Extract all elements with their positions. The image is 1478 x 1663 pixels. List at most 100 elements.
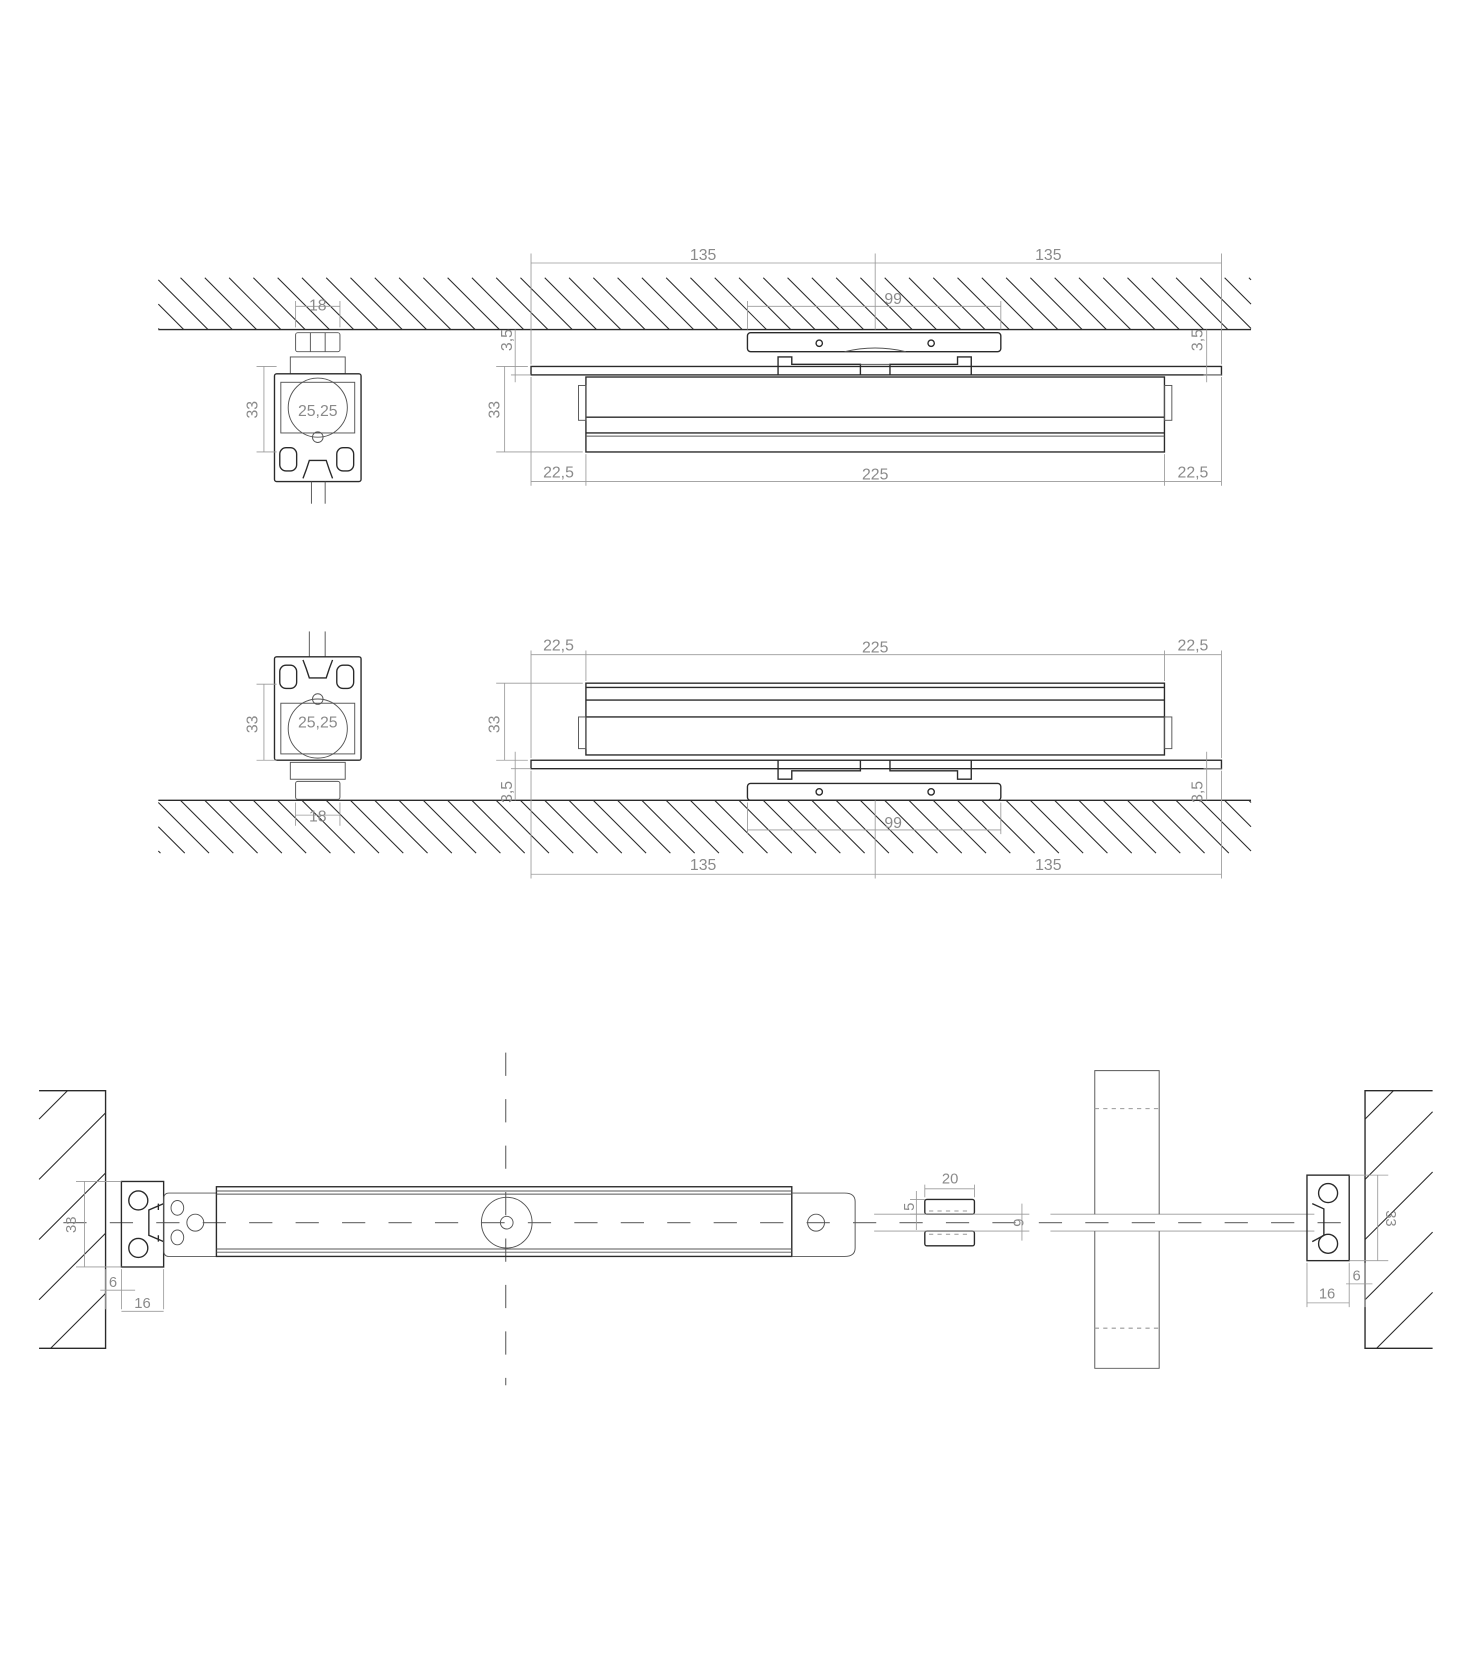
ceiling-hatch-line	[738, 277, 792, 330]
dim-left-depth: 16	[134, 1296, 150, 1312]
dim-right-depth: 16	[1319, 1287, 1335, 1303]
dim-carriage: 99	[884, 815, 902, 832]
floor-hatch-line	[157, 826, 186, 854]
dim-height: 33	[486, 401, 503, 419]
floor-hatch-line	[325, 799, 380, 854]
floor-hatch-line	[835, 799, 890, 854]
floor-hatch-line	[495, 799, 550, 854]
floor-hatch-line	[228, 799, 283, 854]
ceiling-hatch-line	[228, 277, 282, 330]
ceiling-hatch-line	[325, 277, 379, 330]
front-profile-bottom: 22,5 225 22,5 33 3,5 3,5 99 135 135	[486, 637, 1223, 879]
dim-guide-gap: 5	[902, 1203, 918, 1211]
side-profile-top: 18 33 25,25	[245, 298, 362, 504]
floor-hatch-line	[422, 799, 477, 854]
dim-left-half: 135	[690, 857, 717, 874]
floor-hatch-line	[1005, 799, 1060, 854]
floor-guide: 20 5 6	[874, 1172, 1315, 1247]
ceiling-hatch-line	[447, 277, 500, 330]
floor-hatch-line	[301, 799, 356, 854]
ceiling-hatch-line	[665, 277, 719, 330]
floor-hatch-line	[157, 802, 210, 854]
dim-end-right: 22,5	[1178, 464, 1209, 481]
ceiling-hatch-line	[932, 277, 986, 330]
dim-gap-right: 3,5	[1189, 781, 1206, 803]
door-panel	[1094, 1070, 1160, 1369]
ceiling-hatch-line	[1151, 277, 1204, 330]
ceiling-hatch-line	[374, 277, 427, 330]
floor-hatch-line	[568, 799, 623, 854]
ceiling-hatch-line	[301, 277, 355, 330]
dim-right-bracket-height: 33	[1382, 1210, 1398, 1226]
ceiling-hatch-line	[1199, 277, 1252, 329]
floor-hatch-line	[690, 799, 744, 854]
ceiling-hatch-line	[1078, 277, 1132, 330]
ceiling-hatch-line	[471, 277, 525, 330]
carriage-plate	[746, 331, 1002, 353]
dim-left-bracket-height: 33	[64, 1217, 80, 1233]
ceiling-hatch-line	[1127, 277, 1180, 330]
floor-hatch-line	[252, 799, 307, 854]
ceiling-hatch-line	[835, 277, 889, 330]
ceiling-mounted-view: 18 33 25,25 135 135 99 3,5 3,5 3	[158, 247, 1252, 504]
dim-side-height: 33	[245, 401, 262, 419]
dim-side-height: 33	[245, 715, 262, 733]
floor-hatch-line	[204, 799, 258, 854]
floor-hatch-line	[1175, 799, 1230, 854]
dim-end-right: 22,5	[1178, 637, 1209, 654]
floor-hatch-line	[374, 799, 428, 854]
ceiling-hatch-line	[1054, 277, 1107, 330]
dim-side-width: 18	[309, 808, 327, 825]
side-profile-bottom: 18 33 25,25	[245, 631, 362, 826]
ceiling-hatch-line	[811, 277, 864, 330]
dim-end-left: 22,5	[543, 637, 574, 654]
ceiling-hatch-line	[157, 279, 209, 330]
dim-wheel: 25,25	[298, 403, 338, 420]
ceiling-hatch-line	[520, 277, 573, 330]
ceiling-hatch-line	[908, 277, 962, 330]
floor-hatch-line	[157, 850, 161, 854]
dim-glass: 6	[1009, 1219, 1025, 1227]
hatching	[38, 277, 1433, 1349]
floor-hatch-line	[957, 799, 1011, 854]
left-wall	[39, 1089, 107, 1349]
ceiling-hatch-line	[422, 277, 476, 330]
track-profile	[215, 1186, 793, 1258]
dim-gap-right: 3,5	[1189, 329, 1206, 351]
floor-hatch-line	[1199, 799, 1252, 852]
right-wall-hatch-line	[1364, 1171, 1433, 1240]
ceiling-hatch-line	[957, 277, 1010, 330]
ceiling-hatch-line	[204, 277, 257, 330]
front-profile-top: 135 135 99 3,5 3,5 33 22,5 225 22,5	[486, 247, 1223, 486]
ceiling-hatch-line	[398, 277, 452, 330]
floor-hatch-line	[787, 799, 841, 854]
left-wall-hatch-line	[38, 1172, 106, 1240]
right-wall-hatch-line	[1376, 1291, 1433, 1349]
ceiling-hatch-line	[1005, 277, 1059, 330]
floor-hatch-line	[1127, 799, 1181, 854]
dim-wheel: 25,25	[298, 715, 338, 732]
ceiling-hatch-line	[1102, 277, 1156, 330]
floor-hatch-line	[180, 799, 234, 854]
ceiling-hatch-line	[1248, 277, 1252, 281]
floor-hatch-line	[447, 799, 501, 854]
ceiling-hatch-line	[568, 277, 622, 330]
floor-hatch-line	[1054, 799, 1108, 854]
ceiling-hatch-line	[714, 277, 767, 330]
left-wall-hatch-line	[38, 1112, 106, 1180]
ceiling-hatch-line	[157, 303, 185, 330]
floor-hatch-line	[738, 799, 793, 854]
ceiling-hatch-line	[180, 277, 233, 330]
floor-hatch-line	[350, 799, 404, 854]
dim-right-half: 135	[1035, 247, 1062, 264]
dim-length: 225	[862, 466, 889, 483]
dim-left-offset: 6	[109, 1275, 117, 1291]
ceiling-hatch-line	[762, 277, 816, 330]
right-wall	[1364, 1089, 1433, 1349]
left-wall-hatch-line	[38, 1232, 106, 1301]
floor-hatch-line	[908, 799, 963, 854]
dim-end-left: 22,5	[543, 464, 574, 481]
ceiling-hatch-line	[1175, 277, 1229, 330]
floor-hatch-line	[471, 799, 526, 854]
floor-hatch-line	[932, 799, 987, 854]
